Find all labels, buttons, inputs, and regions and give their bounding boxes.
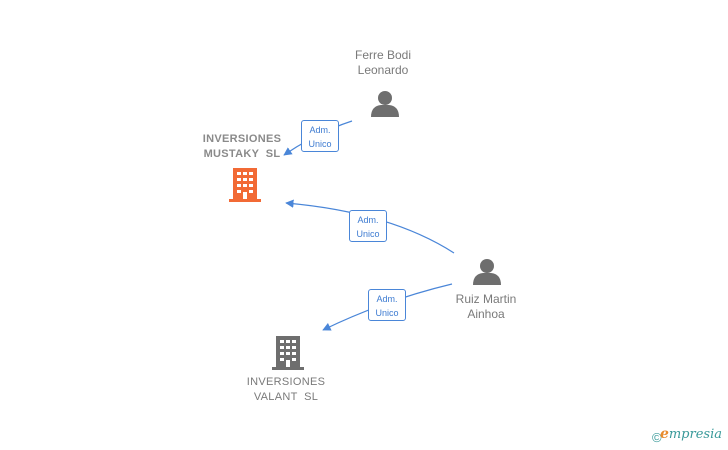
edge-label-ferre-mustaky: Adm. Unico xyxy=(301,120,339,152)
edge-label-ruiz-mustaky: Adm. Unico xyxy=(349,210,387,242)
person-name-line: Ferre Bodi xyxy=(354,48,412,62)
building-icon xyxy=(229,168,261,202)
company-name-line: INVERSIONES xyxy=(202,133,282,145)
person-node-ferre-bodi[interactable]: Ferre Bodi Leonardo xyxy=(333,48,433,78)
person-name-line: Ainhoa xyxy=(467,307,505,321)
copyright-icon: © xyxy=(652,430,662,445)
person-name-line: Leonardo xyxy=(357,63,409,77)
brand-logo[interactable]: empresia xyxy=(660,426,722,442)
company-node-inversiones-mustaky[interactable]: INVERSIONES MUSTAKY SL xyxy=(192,132,292,162)
person-name-line: Ruiz Martin xyxy=(455,292,517,306)
person-icon xyxy=(371,91,399,117)
edge-label-line: Unico xyxy=(375,308,399,318)
edge-label-line: Adm. xyxy=(376,294,398,304)
company-name-line: VALANT SL xyxy=(253,391,319,403)
building-icon xyxy=(272,336,304,370)
brand-logo-text: mpresia xyxy=(668,427,722,442)
edge-label-line: Adm. xyxy=(357,215,379,225)
brand-logo-e: e xyxy=(659,426,669,442)
edge-label-line: Unico xyxy=(308,139,332,149)
company-name-line: MUSTAKY SL xyxy=(203,148,281,160)
edge-label-line: Adm. xyxy=(309,125,331,135)
company-node-inversiones-valant[interactable]: INVERSIONES VALANT SL xyxy=(236,375,336,405)
person-icon xyxy=(473,259,501,285)
person-node-ruiz-martin[interactable]: Ruiz Martin Ainhoa xyxy=(436,292,536,322)
edge-label-line: Unico xyxy=(356,229,380,239)
edge-label-ruiz-valant: Adm. Unico xyxy=(368,289,406,321)
company-name-line: INVERSIONES xyxy=(246,376,326,388)
